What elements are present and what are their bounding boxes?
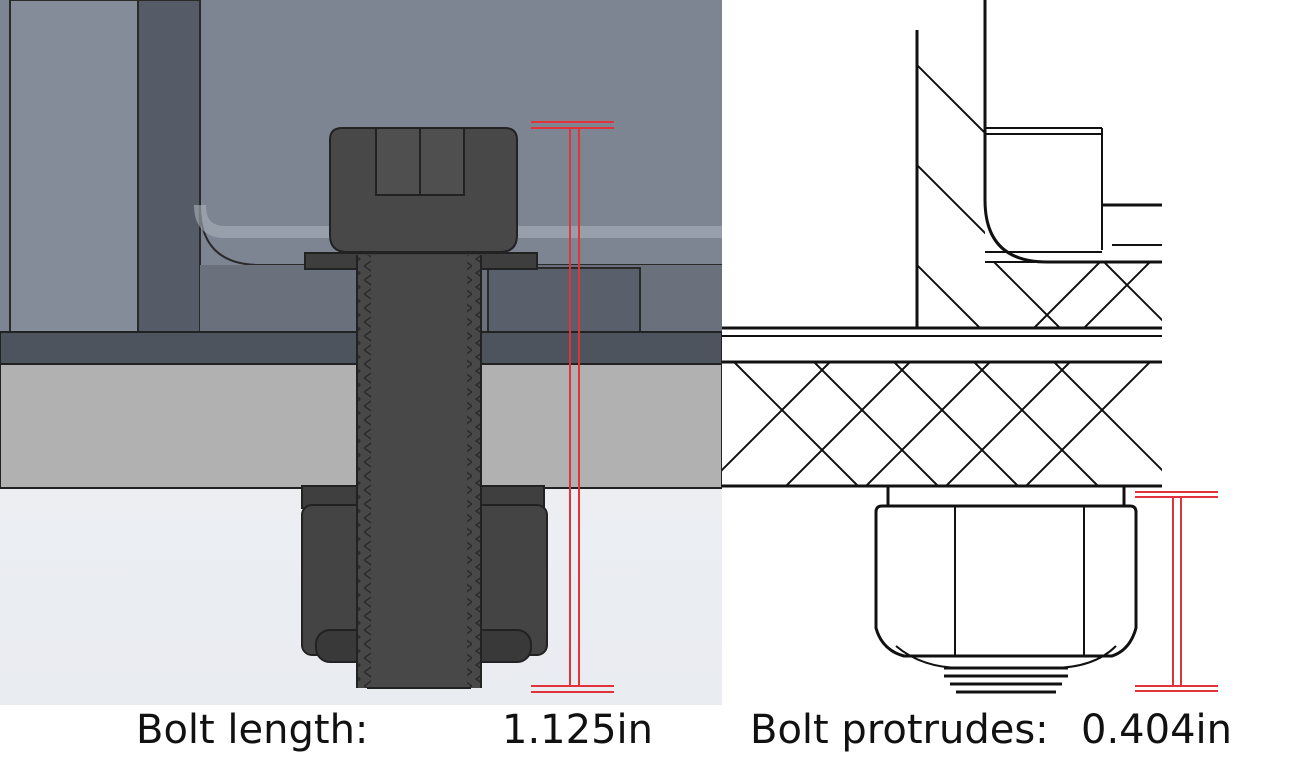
protrusion-dimension	[1135, 491, 1218, 692]
bracket-flange	[9, 0, 139, 333]
bolt-protrudes-label: Bolt protrudes:	[750, 707, 1049, 753]
nut-body	[874, 504, 1138, 658]
bolt-length-value: 1.125in	[502, 707, 653, 753]
bolt-length-label: Bolt length:	[136, 707, 369, 753]
bolt-thread-end	[944, 666, 1068, 694]
nut-section-drawing	[722, 0, 1315, 705]
plate-hatching	[722, 362, 1162, 486]
wall-hatching	[917, 63, 985, 328]
spacer-block	[487, 267, 641, 333]
bolt-length-dimension	[531, 121, 614, 693]
bracket-fillet	[194, 204, 722, 238]
bolt-protrudes-value: 0.404in	[1081, 707, 1232, 753]
bolt-shank	[357, 255, 481, 688]
bracket-wall	[137, 0, 201, 333]
bolt-thread-right	[467, 255, 481, 688]
bolt-thread-left	[357, 255, 371, 688]
bolt-section-render	[0, 0, 722, 705]
background	[722, 0, 1315, 705]
